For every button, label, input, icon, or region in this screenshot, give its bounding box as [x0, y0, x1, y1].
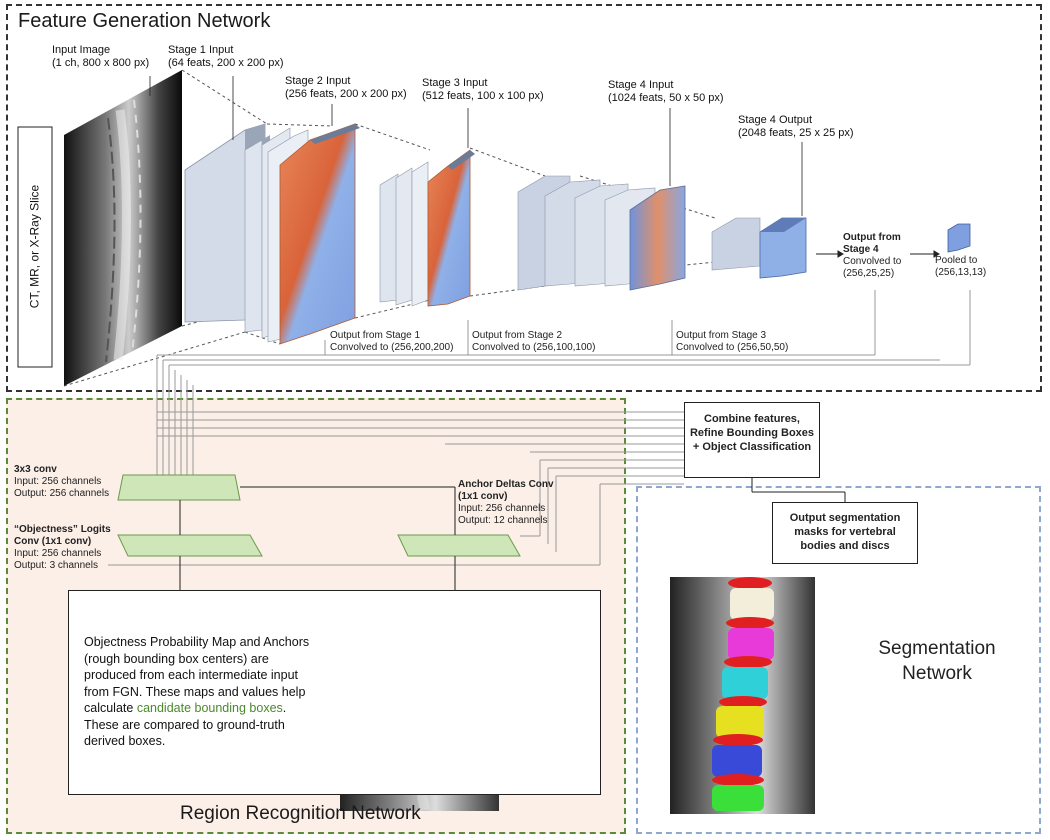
label-line: Convolved to (256,50,50) — [676, 342, 789, 353]
segmentation-title-line2: Network — [902, 663, 972, 684]
combine-to-seg-line — [751, 478, 846, 502]
segmentation-frame — [636, 486, 1041, 834]
stage4-arrows — [816, 250, 940, 258]
label-line: Input: 256 channels — [14, 476, 102, 487]
label-line: (1x1 conv) — [458, 491, 508, 502]
combine-features-box: Combine features, Refine Bounding Boxes … — [684, 402, 820, 478]
label-line: Stage 3 Input — [422, 77, 488, 89]
stage2-block — [244, 123, 360, 345]
label-line: Input Image — [52, 44, 111, 56]
label-line: Convolved to (256,100,100) — [472, 342, 596, 353]
rrn-bus-lines — [156, 355, 684, 480]
combine-wiring — [108, 459, 684, 566]
anchor-conv-block — [397, 534, 521, 557]
label-line: Output: 3 channels — [14, 560, 98, 571]
label-line: (1024 feats, 50 x 50 px) — [608, 92, 724, 104]
label-line: (256,25,25) — [843, 268, 895, 279]
label-line: Output from Stage 3 — [676, 330, 767, 341]
label-line: Anchor Deltas Conv — [458, 479, 554, 490]
leader-lines — [149, 76, 803, 216]
conv-connections — [179, 486, 456, 590]
label-line: Stage 1 Input — [168, 44, 234, 56]
stage2-label: Stage 2 Input (256 feats, 200 x 200 px) — [285, 75, 407, 101]
input-side-label: CT, MR, or X-Ray Slice — [27, 184, 42, 309]
stage3-label: Stage 3 Input (512 feats, 100 x 100 px) — [422, 77, 544, 103]
stage4-output-label: Stage 4 Output (2048 feats, 25 x 25 px) — [738, 114, 854, 140]
label-line: Stage 4 Output — [738, 114, 812, 126]
label-line: “Objectness” Logits — [14, 524, 111, 535]
stage1-label: Stage 1 Input (64 feats, 200 x 200 px) — [168, 44, 284, 70]
anchor-conv-label: Anchor Deltas Conv (1x1 conv) Input: 256… — [458, 479, 554, 527]
desc-text-green: candidate bounding boxes — [136, 701, 283, 715]
desc-text-a: Objectness Probability Map and Anchors (… — [84, 635, 310, 715]
stage4-output-block — [711, 217, 807, 279]
objectness-description-box — [68, 590, 601, 795]
input-mri-image — [64, 70, 182, 386]
fgn-output-wiring — [157, 290, 971, 366]
stage4-output-from-label: Output from Stage 4 Convolved to (256,25… — [843, 232, 901, 280]
label-line: Convolved to (256,200,200) — [330, 342, 454, 353]
label-line: (512 feats, 100 x 100 px) — [422, 90, 544, 102]
stage4-block — [517, 175, 686, 291]
rrn-title: Region Recognition Network — [180, 803, 421, 824]
desc-text-b: . These are compared to ground-truth der… — [84, 701, 287, 748]
label-line: Pooled to — [935, 255, 978, 266]
segmentation-output-box: Output segmentation masks for vertebral … — [772, 502, 918, 564]
label-line: Output: 12 channels — [458, 515, 548, 526]
stage3-block — [379, 149, 475, 307]
label-line: 3x3 conv — [14, 464, 57, 475]
stage1-output-label: Output from Stage 1 Convolved to (256,20… — [330, 330, 453, 354]
conv3x3-block — [117, 474, 241, 501]
fgn-title: Feature Generation Network — [18, 10, 271, 32]
label-line: (2048 feats, 25 x 25 px) — [738, 127, 854, 139]
label-line: Output: 256 channels — [14, 488, 110, 499]
segmentation-mri-image — [670, 577, 815, 814]
label-line: (256 feats, 200 x 200 px) — [285, 88, 407, 100]
label-line: Output from Stage 1 — [330, 330, 421, 341]
objectness-conv-block — [117, 534, 263, 557]
input-image-label: Input Image (1 ch, 800 x 800 px) — [52, 44, 149, 70]
label-line: Output segmentation — [789, 512, 901, 524]
label-line: Combine features, — [704, 413, 800, 425]
conv3x3-label: 3x3 conv Input: 256 channels Output: 256… — [14, 464, 109, 500]
feature-generation-frame — [6, 4, 1042, 392]
stage2-output-label: Output from Stage 2 Convolved to (256,10… — [472, 330, 595, 354]
pooled-label: Pooled to (256,13,13) — [935, 255, 986, 279]
label-line: (256,13,13) — [935, 267, 987, 278]
label-line: Convolved to — [843, 256, 902, 267]
segmentation-title: Segmentation Network — [862, 636, 1012, 686]
label-line: Stage 4 — [843, 244, 879, 255]
label-line: + Object Classification — [692, 441, 812, 453]
objectness-description: Objectness Probability Map and Anchors (… — [84, 634, 324, 750]
input-side-box — [17, 126, 53, 368]
label-line: Output from Stage 2 — [472, 330, 563, 341]
pooled-cube — [947, 223, 971, 253]
label-line: Input: 256 channels — [458, 503, 546, 514]
label-line: Output from — [843, 232, 901, 243]
label-line: Refine Bounding Boxes — [689, 427, 815, 439]
segmentation-title-line1: Segmentation — [878, 638, 996, 659]
stage3-output-label: Output from Stage 3 Convolved to (256,50… — [676, 330, 788, 354]
label-line: (64 feats, 200 x 200 px) — [168, 57, 284, 69]
label-line: bodies and discs — [800, 540, 890, 552]
label-line: masks for vertebral — [794, 526, 896, 538]
label-line: Stage 2 Input — [285, 75, 351, 87]
label-line: Stage 4 Input — [608, 79, 674, 91]
label-line: (1 ch, 800 x 800 px) — [52, 57, 150, 69]
label-line: Input: 256 channels — [14, 548, 102, 559]
label-line: Conv (1x1 conv) — [14, 536, 92, 547]
stage4-label: Stage 4 Input (1024 feats, 50 x 50 px) — [608, 79, 724, 105]
objectness-conv-label: “Objectness” Logits Conv (1x1 conv) Inpu… — [14, 524, 111, 572]
